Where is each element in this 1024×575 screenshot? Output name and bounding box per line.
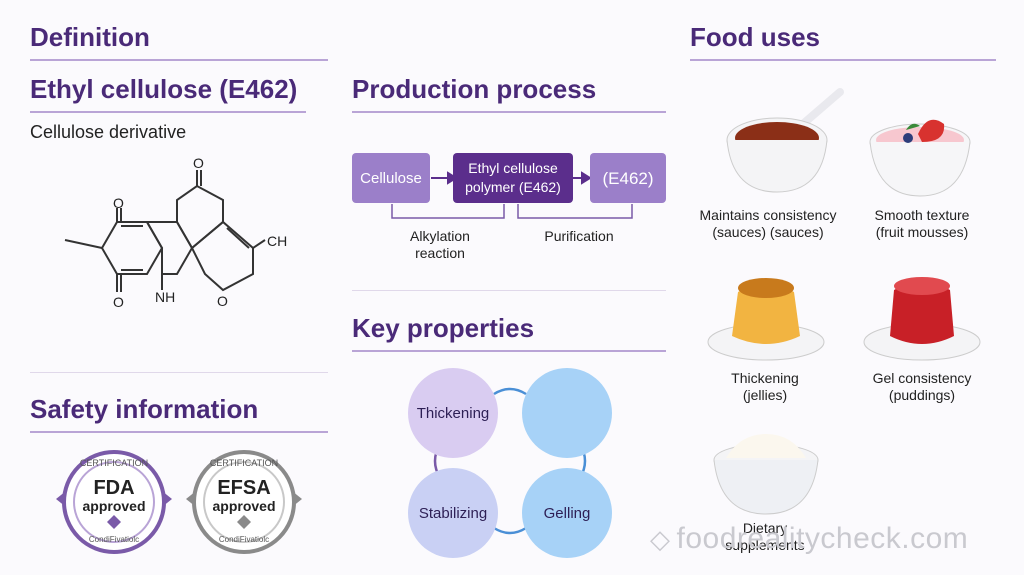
fda-badge-sub: approved bbox=[82, 498, 146, 514]
cream-bowl-icon bbox=[713, 434, 819, 515]
efsa-badge-bottom: CondiFivatiolc bbox=[218, 535, 270, 544]
compound-subtitle: Cellulose derivative bbox=[30, 122, 187, 142]
food-label-supplements: Dietary supplements bbox=[725, 520, 805, 553]
efsa-badge: CERTIFICATION EFSA approved CondiFivatio… bbox=[182, 447, 306, 557]
o-left-top-label: O bbox=[113, 195, 124, 211]
property-gelling: Gelling bbox=[522, 468, 612, 558]
process-connectors bbox=[391, 171, 633, 219]
step-purification: Purification bbox=[544, 228, 614, 244]
sauce-bowl-icon bbox=[726, 88, 844, 193]
food-heading: Food uses bbox=[690, 22, 821, 52]
property-thickening: Thickening bbox=[408, 368, 498, 458]
o-left-bottom-label: O bbox=[113, 294, 124, 310]
food-rule bbox=[690, 59, 996, 61]
definition-rule bbox=[30, 59, 328, 61]
properties-heading: Key properties bbox=[352, 313, 535, 343]
production-rule bbox=[352, 111, 666, 113]
food-label-puddings: Gel consistency (puddings) bbox=[872, 370, 972, 403]
watermark: ◇foodrealitycheck.com bbox=[650, 522, 968, 556]
safety-rule bbox=[30, 431, 328, 433]
jelly-icon bbox=[863, 277, 981, 361]
compound-title: Ethyl cellulose (E462) bbox=[30, 74, 298, 104]
o-top-label: O bbox=[193, 155, 204, 171]
efsa-badge-top: CERTIFICATION bbox=[209, 458, 279, 468]
properties-rule bbox=[352, 350, 666, 352]
fda-badge-main: FDA bbox=[93, 477, 135, 499]
step-alkylation: Alkylation reaction bbox=[410, 228, 470, 261]
nh-label: NH bbox=[155, 289, 175, 305]
food-label-mousses: Smooth texture (fruit mousses) bbox=[874, 207, 970, 240]
watermark-diamond-icon: ◇ bbox=[650, 524, 671, 554]
property-blank bbox=[522, 368, 612, 458]
watermark-text: foodrealitycheck.com bbox=[676, 522, 969, 555]
fda-badge-bottom: CondiFivatiolc bbox=[88, 535, 140, 544]
safety-heading: Safety information bbox=[30, 394, 259, 424]
production-heading: Production process bbox=[352, 74, 597, 104]
fda-badge-top: CERTIFICATION bbox=[79, 458, 149, 468]
property-stabilizing: Stabilizing bbox=[408, 468, 498, 558]
definition-heading: Definition bbox=[30, 22, 150, 52]
efsa-badge-sub: approved bbox=[212, 498, 276, 514]
ch-label: CH bbox=[267, 233, 287, 249]
chemical-structure: O O O O CH NH bbox=[64, 155, 287, 310]
fda-badge: CERTIFICATION FDA approved CondiFivatiol… bbox=[52, 447, 176, 557]
mousse-bowl-icon bbox=[869, 119, 971, 197]
food-label-sauces: Maintains consistency (sauces) (sauces) bbox=[699, 207, 837, 240]
efsa-badge-main: EFSA bbox=[217, 477, 271, 499]
process-box-cellulose: Cellulose bbox=[352, 153, 430, 203]
flan-icon bbox=[707, 278, 825, 361]
process-box-ethyl-cellulose: Ethyl cellulose polymer (E462) bbox=[453, 153, 573, 203]
o-ring-label: O bbox=[217, 293, 228, 309]
compound-rule bbox=[30, 111, 306, 113]
structure-divider bbox=[30, 372, 328, 373]
process-box-e462: (E462) bbox=[590, 153, 666, 203]
food-label-jellies: Thickening (jellies) bbox=[731, 370, 799, 403]
process-divider bbox=[352, 290, 666, 291]
